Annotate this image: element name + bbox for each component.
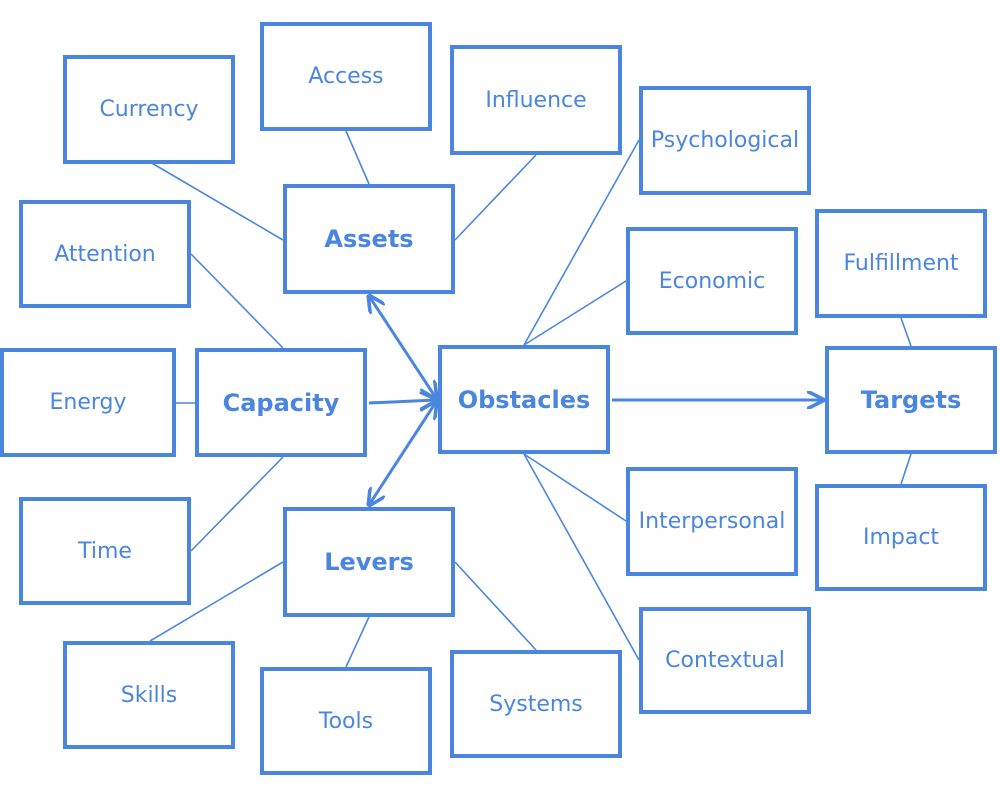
node-psychological: Psychological (639, 86, 811, 195)
node-time-label: Time (78, 538, 132, 564)
node-attention-label: Attention (54, 241, 156, 267)
node-psychological-label: Psychological (650, 128, 800, 153)
node-fulfillment: Fulfillment (815, 209, 987, 318)
arrow-capacity-obstacles (368, 400, 436, 403)
node-impact-label: Impact (862, 525, 940, 550)
connector-influence-assets (454, 154, 537, 241)
connector-levers-tools (345, 616, 370, 668)
node-tools-label: Tools (318, 708, 374, 734)
node-access: Access (260, 22, 432, 131)
node-time: Time (19, 497, 191, 605)
node-attention: Attention (19, 200, 191, 308)
arrow-assets-obstacles (369, 296, 436, 398)
connector-obstacles-interpersonal (523, 453, 627, 522)
node-levers: Levers (283, 507, 455, 617)
connector-obstacles-psychological (523, 139, 640, 346)
connector-impact-targets (900, 453, 912, 485)
node-influence: Influence (450, 45, 622, 155)
node-skills-label: Skills (120, 682, 178, 708)
node-targets-label: Targets (860, 386, 962, 414)
node-contextual-label: Contextual (665, 648, 785, 673)
connector-currency-assets (149, 161, 284, 241)
node-targets: Targets (825, 346, 997, 454)
connector-time-capacity (190, 456, 284, 552)
node-access-label: Access (308, 64, 384, 89)
node-systems: Systems (450, 650, 622, 758)
connector-fulfillment-targets (900, 317, 912, 347)
connector-obstacles-contextual (523, 453, 640, 661)
node-tools: Tools (260, 667, 432, 775)
node-fulfillment-label: Fulfillment (843, 251, 959, 276)
node-assets-label: Assets (324, 225, 414, 253)
node-capacity: Capacity (195, 348, 367, 457)
arrow-levers-obstacles (369, 402, 436, 505)
node-influence-label: Influence (485, 87, 587, 113)
node-obstacles-label: Obstacles (457, 385, 591, 414)
node-interpersonal: Interpersonal (626, 467, 798, 576)
node-assets: Assets (283, 184, 455, 294)
node-obstacles: Obstacles (438, 345, 610, 454)
connector-obstacles-economic (523, 280, 627, 346)
connector-levers-skills (149, 561, 284, 642)
node-skills: Skills (63, 641, 235, 749)
node-economic: Economic (626, 227, 798, 335)
node-interpersonal-label: Interpersonal (638, 509, 786, 534)
node-energy-label: Energy (49, 390, 127, 415)
node-currency: Currency (63, 55, 235, 164)
node-systems-label: Systems (489, 691, 583, 717)
connector-attention-capacity (190, 253, 284, 349)
node-energy: Energy (0, 348, 176, 457)
node-currency-label: Currency (99, 97, 199, 122)
node-contextual: Contextual (639, 607, 811, 714)
node-impact: Impact (815, 484, 987, 591)
connector-levers-systems (454, 561, 537, 651)
connector-access-assets (345, 130, 370, 185)
node-capacity-label: Capacity (222, 388, 340, 417)
node-economic-label: Economic (658, 268, 766, 294)
node-levers-label: Levers (324, 548, 414, 576)
